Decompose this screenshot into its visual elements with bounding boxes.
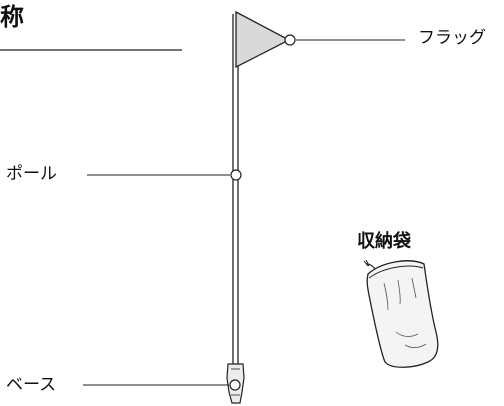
section-heading-fragment: 称	[0, 3, 25, 31]
storage-bag	[363, 259, 439, 368]
pole-callout	[87, 169, 242, 181]
base-callout	[83, 379, 241, 391]
flag-label: フラッグ	[418, 28, 486, 48]
pole	[232, 14, 239, 368]
pole-label: ポール	[6, 164, 57, 184]
base-label: ベース	[6, 375, 57, 395]
flag	[235, 10, 291, 69]
flag-callout	[284, 34, 405, 46]
storage-bag-label: 収納袋	[357, 231, 411, 252]
